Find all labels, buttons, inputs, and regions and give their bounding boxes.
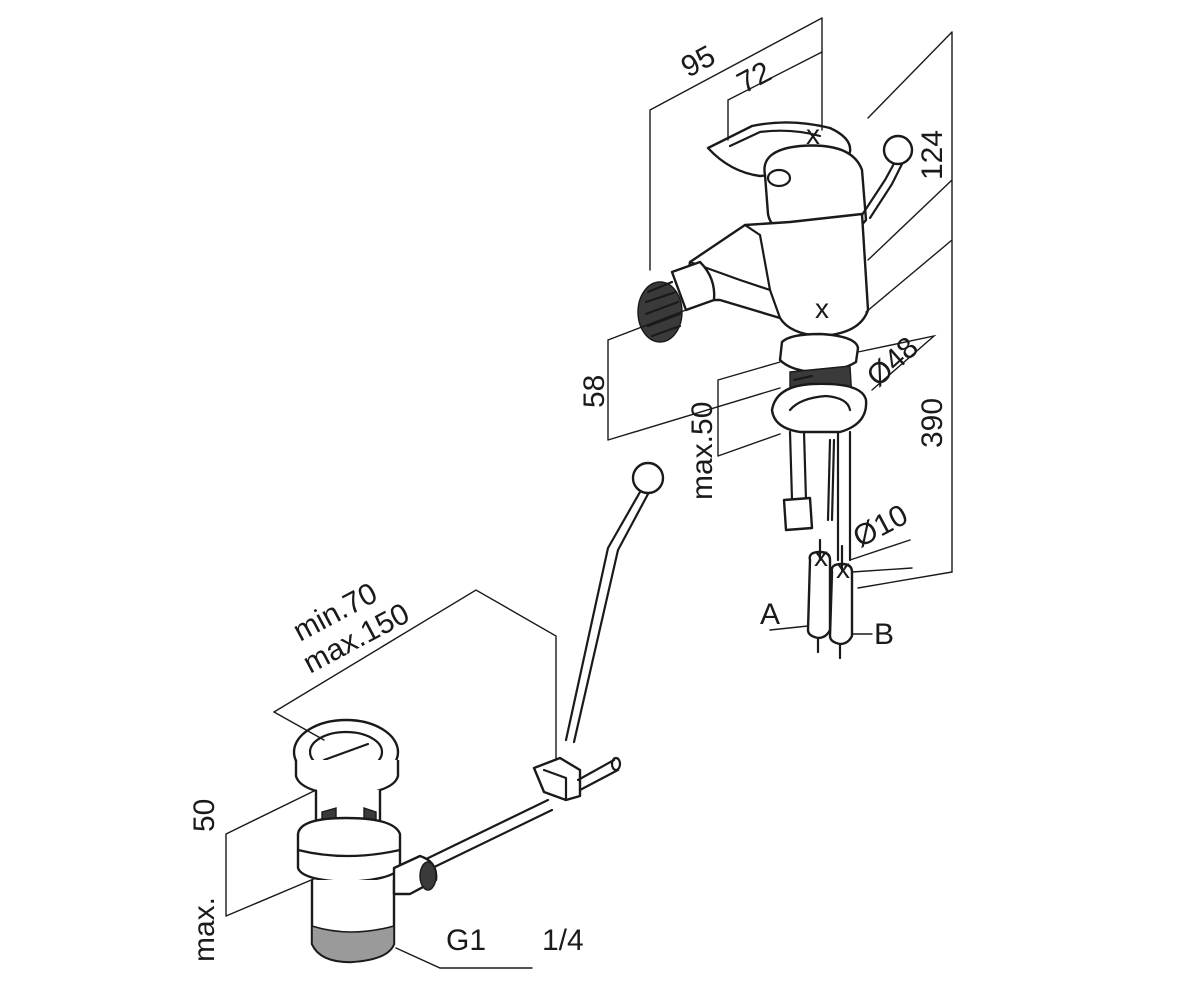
thread-quarter: 1/4 bbox=[542, 924, 584, 957]
tap-body: x bbox=[682, 212, 870, 338]
thread-g1: G1 bbox=[446, 924, 486, 957]
dim-dia-10: Ø10 bbox=[848, 498, 914, 554]
svg-text:x: x bbox=[836, 553, 850, 584]
dim-58: 58 bbox=[578, 375, 611, 408]
spout-aerator bbox=[637, 260, 716, 343]
dim-390: 390 bbox=[916, 398, 949, 448]
tap-base: x x bbox=[770, 332, 868, 660]
svg-text:x: x bbox=[814, 541, 828, 572]
dim-waste-max: max. bbox=[188, 897, 221, 962]
waste-dimension-lines bbox=[225, 589, 557, 969]
svg-text:x: x bbox=[806, 119, 820, 150]
bidet-mixer-tap: x x bbox=[637, 119, 914, 660]
popup-lever bbox=[860, 134, 914, 220]
dim-95: 95 bbox=[676, 39, 721, 84]
connection-a-label: A bbox=[760, 598, 780, 631]
popup-waste: x bbox=[292, 718, 438, 964]
popup-rod bbox=[418, 461, 665, 874]
connection-b-label: B bbox=[874, 618, 894, 651]
dim-124: 124 bbox=[916, 130, 949, 180]
dim-max-50-deck: max.50 bbox=[686, 402, 719, 500]
mixer-dimension-lines bbox=[607, 17, 953, 635]
svg-text:x: x bbox=[815, 293, 829, 324]
dim-waste-50: 50 bbox=[188, 799, 221, 832]
